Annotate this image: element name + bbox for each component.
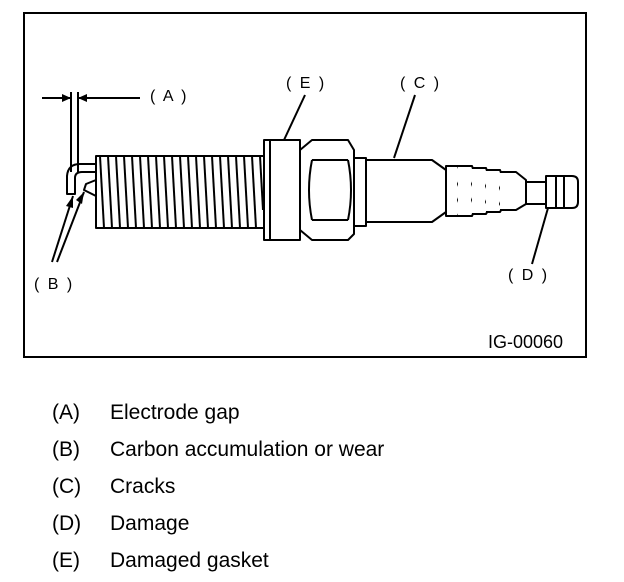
legend-key: (C)	[52, 475, 82, 498]
thread-lines	[99, 155, 264, 229]
legend-item-e: (E) Damaged gasket	[52, 542, 384, 579]
callout-d: ( D )	[508, 267, 549, 284]
legend-item-b: (B) Carbon accumulation or wear	[52, 431, 384, 468]
legend-item-a: (A) Electrode gap	[52, 394, 384, 431]
callout-a: ( A )	[150, 88, 188, 105]
legend-item-d: (D) Damage	[52, 505, 384, 542]
callout-b: ( B )	[34, 276, 74, 293]
spark-plug-illustration	[66, 139, 579, 241]
legend-text: Carbon accumulation or wear	[110, 438, 385, 461]
callout-c: ( C )	[400, 75, 441, 92]
leader-lines	[42, 92, 549, 265]
legend-text: Damage	[110, 512, 190, 535]
legend-key: (E)	[52, 549, 80, 572]
legend-key: (D)	[52, 512, 82, 535]
legend-text: Electrode gap	[110, 401, 240, 424]
legend-list: (A) Electrode gap (B) Carbon accumulation …	[52, 394, 384, 579]
figure-id: IG-00060	[488, 332, 563, 352]
legend-key: (A)	[52, 401, 80, 424]
callout-e: ( E )	[286, 75, 326, 92]
legend-key: (B)	[52, 438, 80, 461]
dimension-arrows	[62, 94, 87, 208]
legend-text: Damaged gasket	[110, 549, 269, 572]
legend-item-c: (C) Cracks	[52, 468, 384, 505]
spark-plug-figure: ( A ) ( B ) ( C ) ( D ) ( E ) IG-00060	[23, 12, 587, 358]
legend-text: Cracks	[110, 475, 176, 498]
